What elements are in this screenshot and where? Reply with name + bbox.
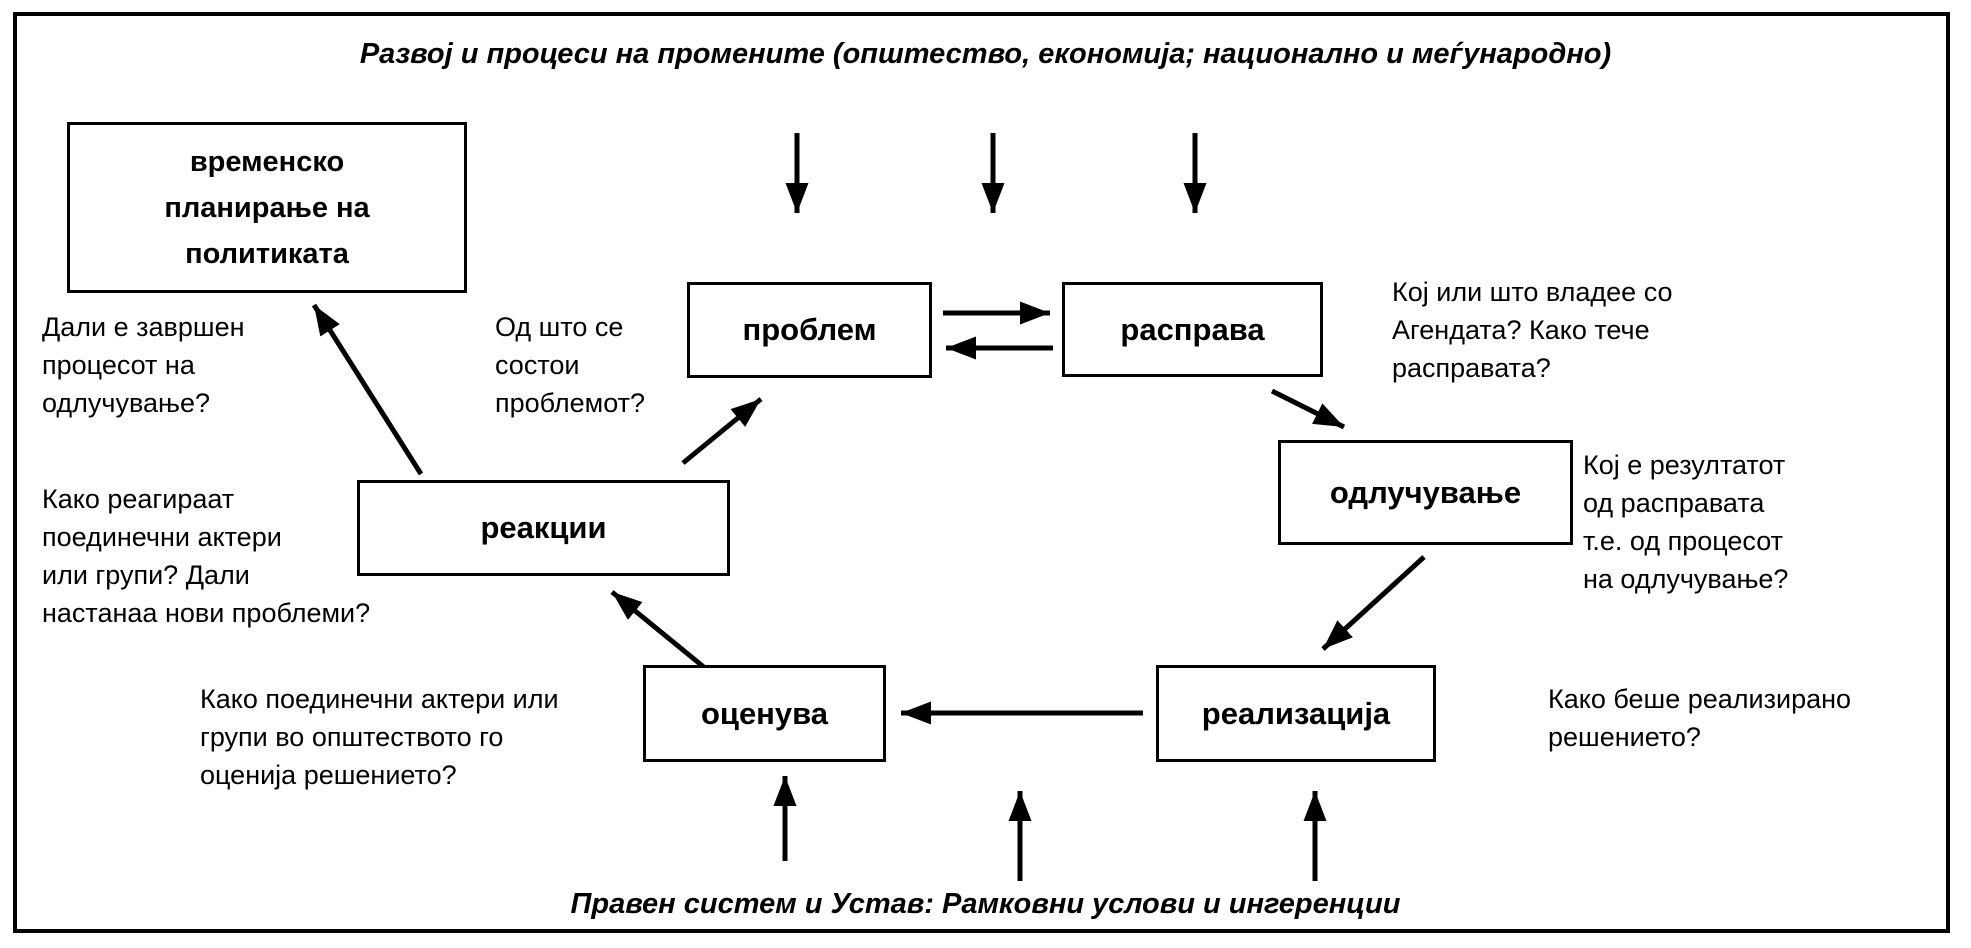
note-how-actors-evaluate: Како поединечни актери или групи во општ… bbox=[200, 684, 559, 790]
box-debate: расправа bbox=[1062, 282, 1323, 377]
note-how-implemented: Како беше реализирано решението? bbox=[1548, 684, 1852, 752]
bottom-title: Правен систем и Устав: Рамковни услови и… bbox=[570, 888, 1401, 920]
arrow-debate-to-decision bbox=[1270, 388, 1346, 430]
note-who-rules-agenda: Кој или што владее со Агендата? Како теч… bbox=[1392, 277, 1673, 383]
arrow-reactions-to-planning bbox=[311, 303, 424, 476]
note-decision-process-done: Дали е завршен процесот на одлучување? bbox=[42, 312, 245, 418]
arrow-evaluation-to-reactions bbox=[610, 590, 707, 670]
top-title: Развој и процеси на промените (општество… bbox=[359, 38, 1612, 70]
box-evaluation: оценува bbox=[643, 665, 886, 762]
box-time-planning-of-policy: временско планирање на политиката bbox=[67, 122, 467, 293]
box-reactions: реакции bbox=[357, 480, 730, 576]
box-problem: проблем bbox=[687, 282, 932, 378]
outer-border bbox=[13, 12, 1950, 933]
box-decision-making: одлучување bbox=[1278, 440, 1573, 545]
note-how-actors-react: Како реагираат поединечни актери или гру… bbox=[42, 484, 371, 628]
note-debate-result: Кој е резултатот од расправата т.е. од п… bbox=[1583, 450, 1789, 594]
box-implementation: реализација bbox=[1156, 665, 1436, 762]
arrow-decision-to-implementation bbox=[1321, 555, 1426, 651]
note-problem-consists-of: Од што се состои проблемот? bbox=[495, 312, 646, 418]
arrow-reactions-to-problem bbox=[681, 397, 763, 465]
